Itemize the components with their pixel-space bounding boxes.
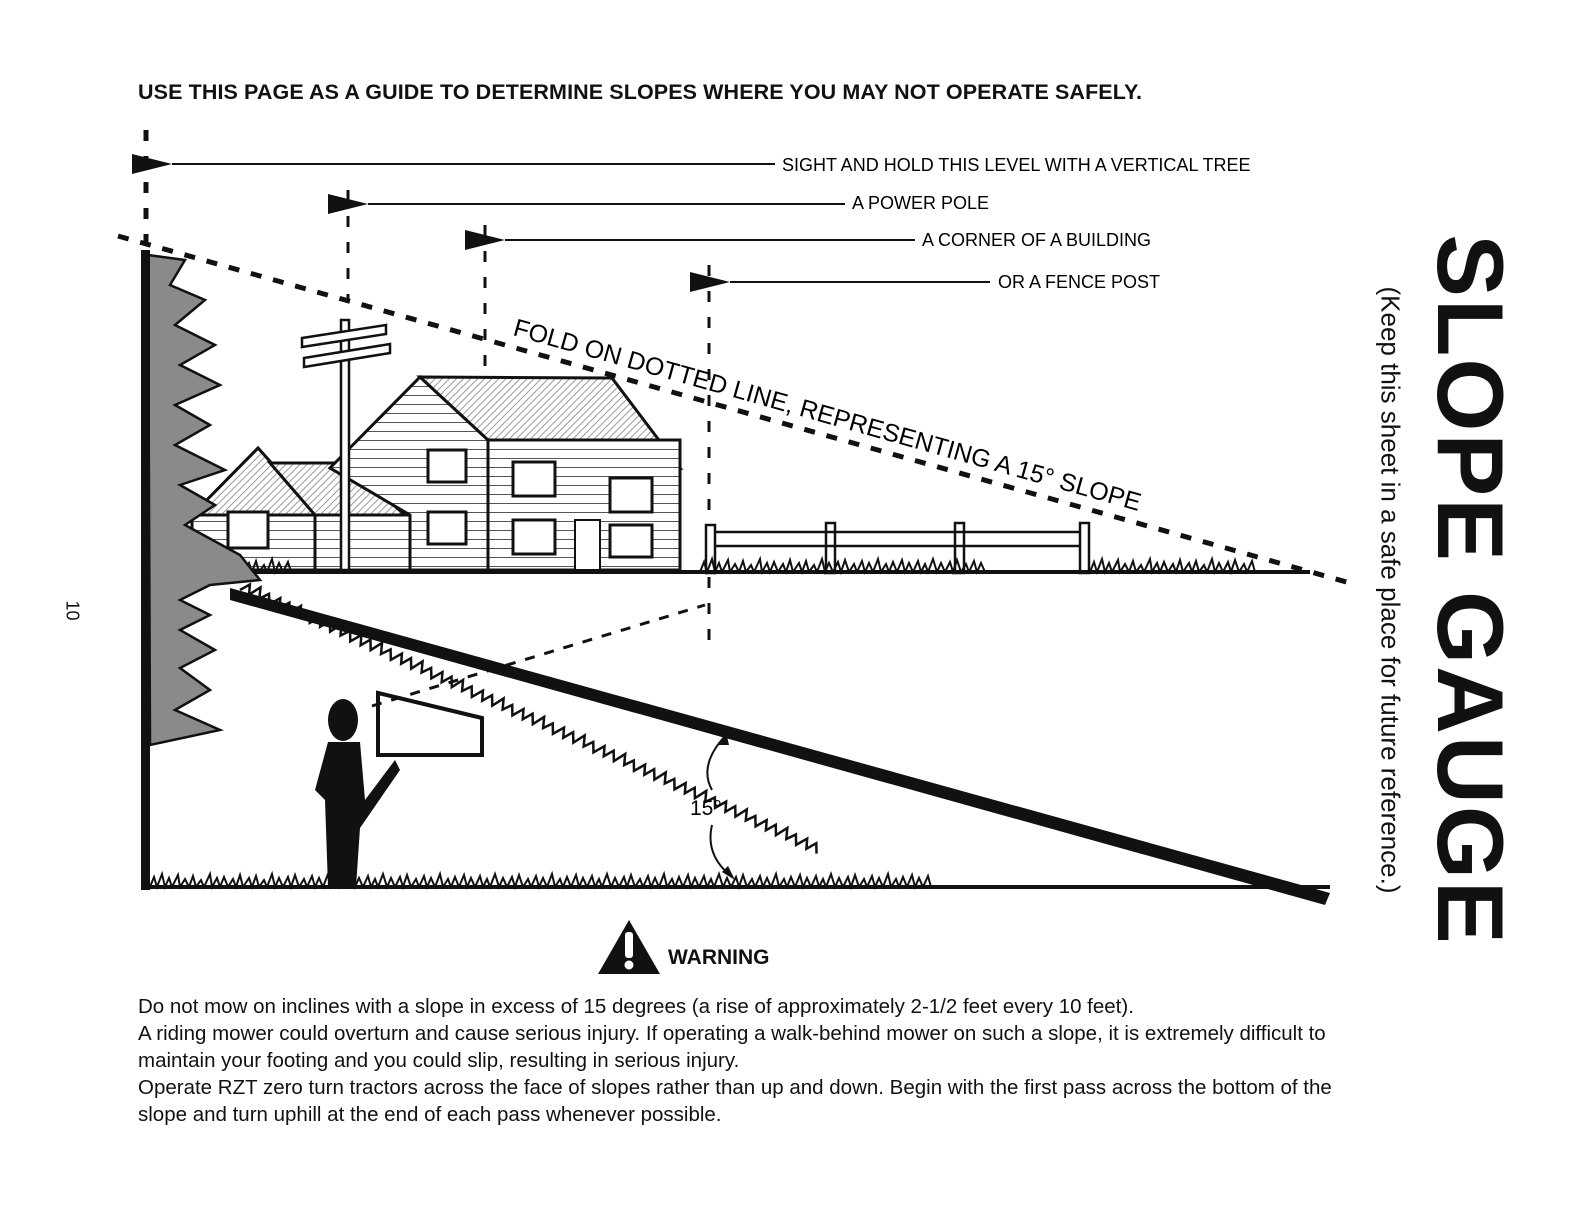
fold-line — [117, 233, 1351, 586]
page-headline: USE THIS PAGE AS A GUIDE TO DETERMINE SL… — [138, 80, 1143, 104]
slope-wedge — [230, 582, 1330, 905]
sight-label-fence: OR A FENCE POST — [998, 272, 1160, 292]
sight-line — [371, 603, 706, 708]
warning-text: Do not mow on inclines with a slope in e… — [138, 993, 1338, 1128]
warning-paragraph-1: Do not mow on inclines with a slope in e… — [138, 995, 1134, 1018]
warning-triangle-icon — [598, 920, 660, 974]
warning-paragraph-3: Operate RZT zero turn tractors across th… — [138, 1076, 1332, 1126]
sight-label-building: A CORNER OF A BUILDING — [922, 230, 1151, 250]
warning-label: WARNING — [668, 946, 770, 969]
person-illustration — [315, 690, 484, 887]
house-illustration — [188, 374, 684, 572]
bottom-ground — [146, 870, 1330, 891]
sight-label-pole: A POWER POLE — [852, 193, 989, 213]
sight-label-tree: SIGHT AND HOLD THIS LEVEL WITH A VERTICA… — [782, 155, 1250, 175]
warning-paragraph-2: A riding mower could overturn and cause … — [138, 1022, 1326, 1072]
tree-illustration — [141, 250, 263, 890]
angle-indicator: 15° — [690, 732, 735, 880]
fence-illustration — [704, 521, 1091, 575]
warning-block: WARNING — [596, 918, 770, 976]
angle-label: 15° — [690, 797, 722, 820]
power-pole-illustration — [300, 318, 392, 572]
